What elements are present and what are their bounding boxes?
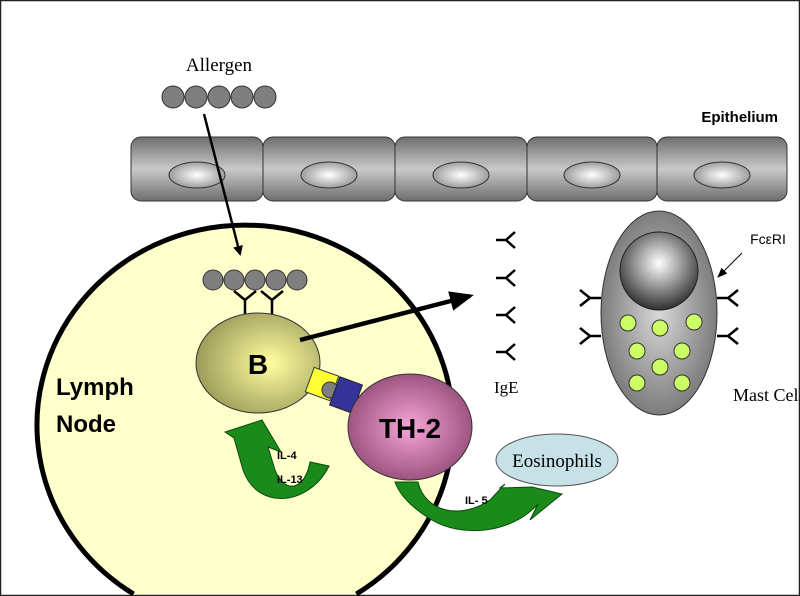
ige-antibody [496, 343, 516, 361]
allergen-bead [230, 85, 254, 109]
allergen-bead [184, 85, 208, 109]
il5-arrow [394, 481, 564, 532]
allergen-bead [253, 85, 277, 109]
il13-label: IL-13 [277, 474, 303, 486]
epithelial-cell [394, 136, 528, 202]
epithelium-layer [130, 136, 788, 202]
allergen-bead [207, 85, 231, 109]
nucleus [693, 161, 751, 189]
fceri-label: FcεRI [750, 231, 786, 247]
allergen-chain [161, 85, 277, 109]
granule [673, 342, 691, 360]
allergen-bead [265, 269, 287, 291]
b-cell-receptors [233, 290, 284, 316]
il4-il13-arrow [223, 419, 330, 499]
granule [651, 358, 669, 376]
il5-label: IL- 5 [465, 495, 488, 507]
nucleus [168, 161, 226, 189]
fceri-receptor [717, 289, 739, 307]
granule [628, 342, 646, 360]
granule [673, 374, 691, 392]
epithelial-cell [130, 136, 264, 202]
lymph-node-label-line2: Node [56, 411, 116, 438]
nucleus [300, 161, 358, 189]
granule [628, 374, 646, 392]
receptor-complex [304, 366, 364, 414]
eosinophils-cell [495, 433, 619, 487]
ige-antibody [496, 269, 516, 287]
nucleus [563, 161, 621, 189]
allergen-bead [223, 269, 245, 291]
epithelium-label: Epithelium [701, 109, 778, 126]
allergen-bead [244, 269, 266, 291]
b-cell-label: B [248, 349, 268, 380]
granule [651, 319, 669, 337]
nucleus [432, 161, 490, 189]
lymph-node-label-line1: Lymph [56, 374, 134, 401]
b-cell [195, 312, 321, 414]
mast-cell-granules [619, 313, 703, 392]
fceri-receptor [579, 289, 601, 307]
il4-label: IL-4 [277, 450, 297, 462]
allergen-entry-arrow [202, 113, 243, 256]
allergen-label: Allergen [186, 55, 253, 76]
th2-cell [347, 373, 473, 481]
allergen-bead [161, 85, 185, 109]
bound-allergen-chain [202, 269, 308, 291]
mast-cell-label: Mast Cell [733, 385, 800, 405]
ige-antibody [496, 306, 516, 324]
mast-cell-nucleus [619, 231, 699, 311]
granule [619, 314, 637, 332]
fceri-pointer-arrow [717, 252, 743, 278]
mast-cell-receptors [579, 289, 739, 345]
epithelial-cell [656, 136, 788, 202]
epithelial-cell [526, 136, 658, 202]
b-cell-to-ige-arrow [299, 291, 474, 343]
epithelial-cell [262, 136, 396, 202]
fceri-receptor [579, 327, 601, 345]
th2-cell-label: TH-2 [379, 413, 441, 444]
allergen-bead [286, 269, 308, 291]
eosinophils-label: Eosinophils [512, 451, 602, 472]
fceri-receptor [717, 327, 739, 345]
allergen-bead [202, 269, 224, 291]
ige-antibodies [496, 231, 516, 361]
ige-antibody [496, 231, 516, 249]
ige-label: IgE [494, 378, 519, 397]
granule [685, 313, 703, 331]
